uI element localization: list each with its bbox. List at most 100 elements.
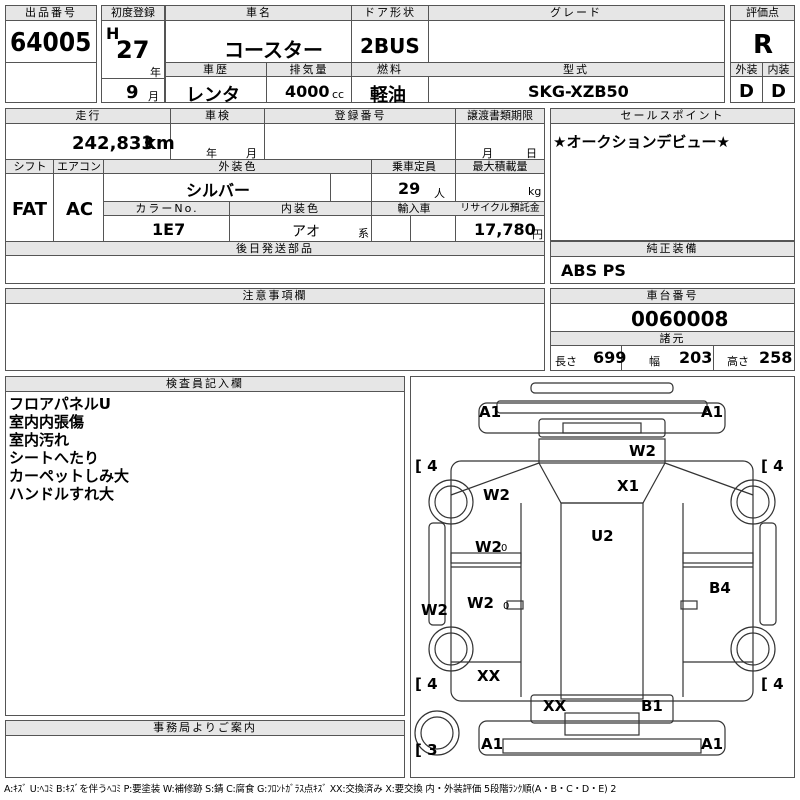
damage-diagram: A1 A1 W2 [ 4 [ 4 X1 W2 U2 W2 0 B4 W2 W2 …: [410, 376, 795, 778]
recycle-unit: 円: [532, 228, 543, 241]
transfer-day-unit: 日: [526, 147, 537, 160]
displacement-header: 排気量: [266, 63, 352, 77]
lot-no-value: 64005: [10, 28, 92, 58]
mileage-value: 242,833: [72, 133, 154, 154]
inspector-note: シートへたり: [9, 449, 100, 467]
mark-tire-rl: [ 4: [415, 675, 438, 693]
sales-point-value: ★オークションデビュー★: [553, 133, 730, 151]
recycle-header: リサイクル預託金: [456, 202, 544, 216]
capacity-header: 乗車定員: [372, 160, 456, 174]
inspector-notes: フロアパネルU 室内内張傷 室内汚れ シートへたり カーペットしみ大 ハンドルす…: [9, 395, 129, 503]
length-value: 699: [593, 348, 627, 367]
exterior-grade-value: D: [739, 81, 754, 102]
fuel-value: 軽油: [370, 85, 406, 106]
exterior-header: 外装: [731, 63, 762, 77]
mileage-unit: km: [144, 133, 175, 154]
mark-xx-left: XX: [477, 667, 501, 685]
max-load-unit: kg: [528, 185, 542, 198]
max-load-header: 最大積載量: [456, 160, 544, 174]
transfer-header: 譲渡書類期限: [456, 109, 544, 124]
sales-point-header: セールスポイント: [551, 109, 794, 124]
year-value: 27: [116, 36, 150, 64]
chassis-header: 車台番号: [551, 289, 794, 304]
caution-header: 注意事項欄: [6, 289, 544, 304]
mark-w2-mid: W2: [475, 538, 502, 556]
month-unit: 月: [148, 90, 159, 103]
score-header: 評価点: [731, 6, 794, 21]
lot-no-cell: 出品番号 64005: [5, 5, 97, 103]
door-header: ドア形状: [352, 6, 428, 21]
vehicle-info-block: 車名 ドア形状 グレード コースター 2BUS 車歴 排気量 燃料 型式 レンタ…: [165, 5, 725, 106]
model-header: 型式: [428, 63, 724, 77]
era-value: H: [106, 24, 120, 43]
mark-tire-fl: [ 4: [415, 457, 438, 475]
office-header: 事務局よりご案内: [6, 721, 404, 736]
mark-b1: B1: [641, 697, 663, 715]
mark-a1-front-right: A1: [701, 403, 724, 421]
transfer-month-unit: 月: [482, 147, 493, 160]
office-cell: 事務局よりご案内: [5, 720, 405, 778]
genuine-equip-cell: 純正装備 ABS PS: [550, 241, 795, 284]
shift-header: シフト: [6, 160, 54, 174]
car-history-header: 車歴: [166, 63, 266, 77]
door-value: 2BUS: [360, 34, 420, 58]
int-color-unit: 系: [358, 227, 369, 240]
mark-a1-rear-right: A1: [701, 735, 724, 753]
grade-header: グレード: [428, 6, 724, 21]
mark-w2-top: W2: [629, 442, 656, 460]
color-no-value: 1E7: [152, 220, 186, 239]
height-label: 高さ: [727, 355, 749, 368]
month-value: 9: [126, 82, 139, 103]
later-parts-header: 後日発送部品: [6, 242, 544, 256]
width-label: 幅: [649, 355, 660, 368]
sales-point-cell: セールスポイント ★オークションデビュー★: [550, 108, 795, 241]
displacement-unit: cc: [332, 88, 345, 101]
displacement-value: 4000: [285, 82, 330, 101]
lot-no-header: 出品番号: [6, 6, 96, 21]
first-reg-cell: 初度登録 H 27 年 9 月: [101, 5, 165, 103]
car-name-header: 車名: [166, 6, 352, 21]
mark-w2-side: W2: [421, 601, 448, 619]
aircon-value: AC: [66, 199, 94, 220]
capacity-unit: 人: [434, 187, 445, 200]
mileage-header: 走行: [6, 109, 171, 124]
aircon-header: エアコン: [54, 160, 104, 174]
inspector-note: 室内内張傷: [9, 413, 85, 431]
chassis-cell: 車台番号 0060008 諸元 長さ 699 幅 203 高さ 258: [550, 288, 795, 371]
mark-spare: [ 3: [415, 741, 438, 759]
int-color-value: アオ: [292, 224, 320, 240]
fuel-header: 燃料: [352, 63, 428, 77]
spec-block: 走行 車検 登録番号 譲渡書類期限 242,833 km 年 月 月 日 シフト…: [5, 108, 545, 284]
interior-header: 内装: [763, 63, 794, 77]
inspector-note: 室内汚れ: [9, 431, 70, 449]
int-color-header: 内装色: [230, 202, 371, 216]
recycle-value: 17,780: [474, 220, 536, 239]
mark-x1: X1: [617, 477, 640, 495]
length-label: 長さ: [555, 355, 577, 368]
mark-w2-wheel: W2: [483, 486, 510, 504]
ext-color-header: 外装色: [104, 160, 372, 174]
inspector-note: カーペットしみ大: [9, 467, 130, 485]
inspector-header: 検査員記入欄: [6, 377, 404, 392]
interior-grade-value: D: [771, 81, 786, 102]
mark-zero-2: 0: [503, 601, 510, 612]
mark-b4: B4: [709, 579, 731, 597]
bus-outline: [414, 382, 777, 756]
mark-xx-rear: XX: [543, 697, 567, 715]
year-unit: 年: [150, 66, 161, 79]
inspector-cell: 検査員記入欄 フロアパネルU 室内内張傷 室内汚れ シートへたり カーペットしみ…: [5, 376, 405, 716]
inspector-note: フロアパネルU: [9, 395, 111, 413]
width-value: 203: [679, 348, 713, 367]
chassis-value: 0060008: [631, 307, 729, 331]
dimensions-header: 諸元: [551, 332, 794, 346]
mark-a1-rear-left: A1: [481, 735, 504, 753]
inspection-header: 車検: [171, 109, 265, 124]
mark-w2-lower: W2: [467, 594, 494, 612]
ext-color-value: シルバー: [186, 181, 251, 200]
inspection-year-unit: 年: [206, 147, 217, 160]
inspection-month-unit: 月: [246, 147, 257, 160]
first-reg-header: 初度登録: [102, 6, 164, 21]
car-history-value: レンタ: [186, 85, 240, 106]
score-cell: 評価点 R 外装 内装 D D: [730, 5, 795, 103]
capacity-value: 29: [398, 179, 421, 198]
